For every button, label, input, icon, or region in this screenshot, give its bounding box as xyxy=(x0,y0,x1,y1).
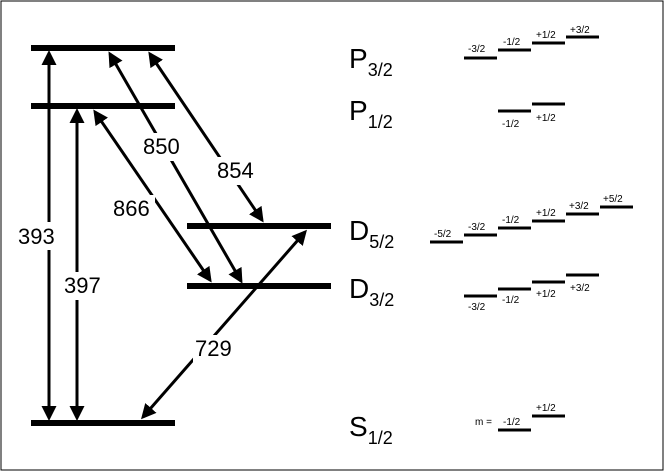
state-label-p32: P3/2 xyxy=(349,43,393,80)
label-393: 393 xyxy=(18,224,55,249)
sublevel-label: +3/2 xyxy=(570,25,590,36)
sublevel-label: +1/2 xyxy=(536,113,556,124)
sublevel-label: -1/2 xyxy=(502,215,520,226)
sublevel-label: -3/2 xyxy=(468,44,486,55)
state-label-d52: D5/2 xyxy=(349,215,394,252)
sublevel-label: +1/2 xyxy=(536,30,556,41)
sublevel-label: -5/2 xyxy=(434,229,452,240)
label-866: 866 xyxy=(113,196,150,221)
sublevel-label: -3/2 xyxy=(468,222,486,233)
sublevel-label: +1/2 xyxy=(536,289,556,300)
label-397: 397 xyxy=(64,273,101,298)
sublevel-label: -3/2 xyxy=(468,302,486,313)
state-label-d32: D3/2 xyxy=(349,273,394,310)
arrow-729 xyxy=(141,229,307,420)
sublevel-label: -1/2 xyxy=(503,37,521,48)
sublevel-label: +3/2 xyxy=(569,201,589,212)
label-729: 729 xyxy=(195,336,232,361)
sublevel-label: +1/2 xyxy=(536,208,556,219)
sublevel-label: -1/2 xyxy=(503,417,521,428)
sublevel-label: -1/2 xyxy=(502,295,520,306)
label-850: 850 xyxy=(143,134,180,159)
sublevel-m-prefix: m = xyxy=(475,417,492,428)
state-label-p12: P1/2 xyxy=(349,95,393,132)
state-label-s12: S1/2 xyxy=(349,411,393,448)
sublevel-label: +5/2 xyxy=(603,194,623,205)
sublevel-label: +1/2 xyxy=(536,403,556,414)
sublevel-label: +3/2 xyxy=(570,283,590,294)
sublevel-label: -1/2 xyxy=(502,119,520,130)
label-854: 854 xyxy=(217,158,254,183)
